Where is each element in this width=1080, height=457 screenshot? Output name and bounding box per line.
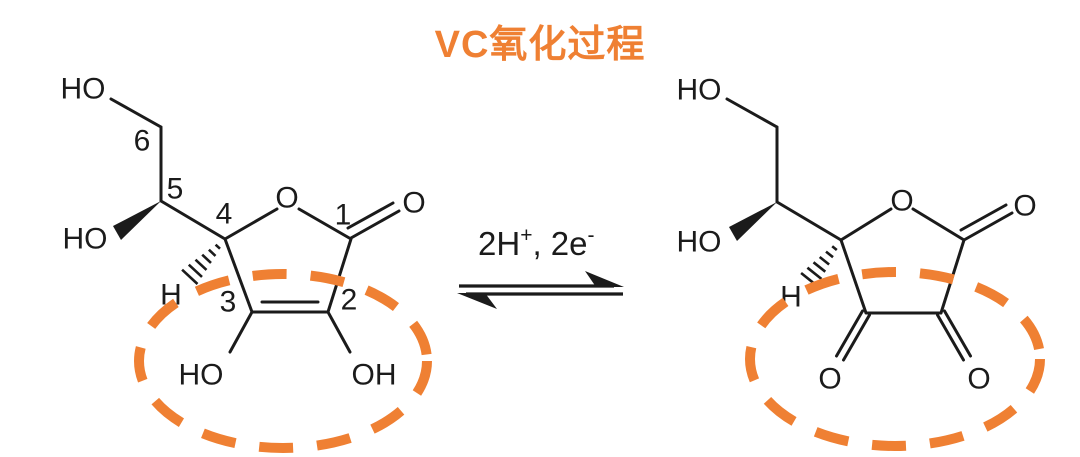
carbon-number-1: 1 [335,199,352,232]
left-molecule: HO 6 5 HO 4 O 1 O H 3 2 HO OH [61,73,426,392]
forward-harpoon-head [585,271,624,287]
hydroxyl-label-mid: HO [63,223,108,256]
hydroxyl-label-top: HO [61,73,106,106]
carbon-number-4: 4 [216,198,233,231]
hash-wedge-bond [181,243,221,285]
wedge-bond [113,201,161,240]
page-title: VC氧化过程 [434,24,646,66]
highlight-ellipse-right [745,267,1045,451]
hash-wedge-bond [800,245,838,288]
carbon-number-6: 6 [134,125,151,158]
enediol-hydroxyl-right-label: OH [352,359,397,392]
carbonyl-oxygen-label: O [1013,190,1036,223]
equilibrium-arrow: 2H+, 2e- [457,224,624,309]
stereo-hydrogen-label: H [160,279,182,312]
hydroxyl-label-mid: HO [677,226,722,259]
reaction-condition-label: 2H+, 2e- [478,224,595,262]
carbon-number-3: 3 [220,286,237,319]
keto-oxygen-left-label: O [818,363,841,396]
enediol-hydroxyl-left-label: HO [179,359,224,392]
bond-lines [725,97,1014,362]
keto-oxygen-right-label: O [967,363,990,396]
carbon-number-5: 5 [167,173,184,206]
right-molecule: HO HO O O H O O [677,74,1037,396]
bond-lines [109,97,401,354]
wedge-bond [729,202,777,241]
carbonyl-oxygen-label: O [402,187,425,220]
ring-oxygen-label: O [275,182,298,215]
reverse-harpoon-head [457,293,497,309]
highlight-ellipse-left [134,269,432,453]
hydroxyl-label-top: HO [677,74,722,107]
ring-oxygen-label: O [890,185,913,218]
carbon-number-2: 2 [341,284,358,317]
